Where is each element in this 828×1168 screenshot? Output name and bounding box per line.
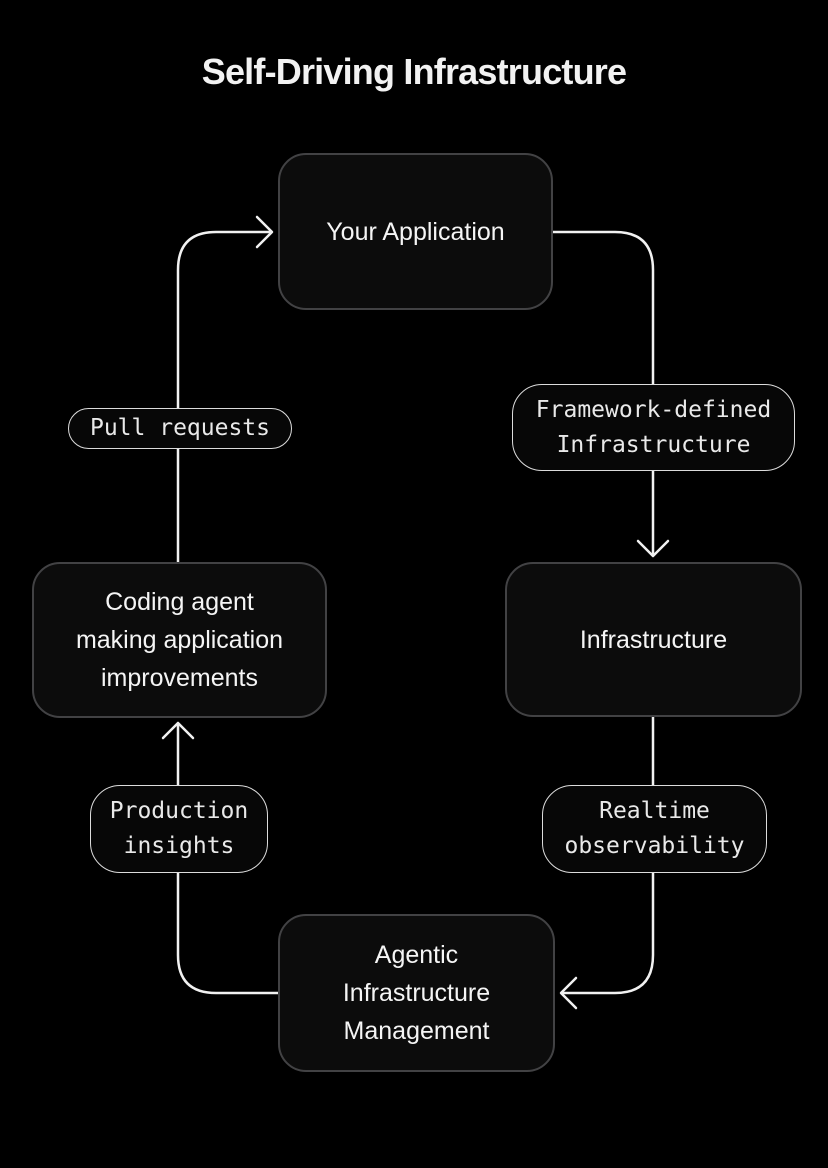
node-your-application-label: Your Application (326, 217, 505, 246)
node-infrastructure-label: Infrastructure (579, 625, 728, 654)
edge-coding-agent-to-your-application (176, 230, 271, 564)
node-your-application: Your Application (278, 153, 553, 310)
arrowhead-into-infrastructure (636, 539, 670, 558)
arrowhead-into-your-application (255, 215, 274, 249)
node-infrastructure: Infrastructure (505, 562, 802, 717)
edge-label-framework-defined-infrastructure: Framework-defined Infrastructure (512, 384, 795, 471)
edge-label-framework-defined-infrastructure-text: Framework-defined Infrastructure (535, 396, 772, 458)
edge-your-application-to-infrastructure (551, 230, 655, 555)
node-agentic-infrastructure-management: Agentic Infrastructure Management (278, 914, 555, 1072)
edge-label-production-insights-text: Production insights (109, 798, 249, 859)
arrowhead-into-coding-agent (161, 721, 195, 740)
edge-agentic-management-to-coding-agent (176, 723, 280, 995)
edge-infrastructure-to-agentic-management (561, 715, 655, 995)
node-coding-agent: Coding agent making application improvem… (32, 562, 327, 718)
edge-label-production-insights: Production insights (90, 785, 268, 873)
diagram-title: Self-Driving Infrastructure (201, 51, 627, 92)
edge-label-realtime-observability-text: Realtime observability (564, 798, 745, 859)
edge-label-pull-requests: Pull requests (68, 408, 292, 449)
edge-label-realtime-observability: Realtime observability (542, 785, 767, 873)
arrowhead-into-agentic-management (559, 976, 578, 1010)
node-coding-agent-label: Coding agent making application improvem… (75, 588, 284, 692)
node-agentic-infrastructure-management-label: Agentic Infrastructure Management (342, 941, 491, 1045)
edge-label-pull-requests-text: Pull requests (89, 415, 270, 441)
